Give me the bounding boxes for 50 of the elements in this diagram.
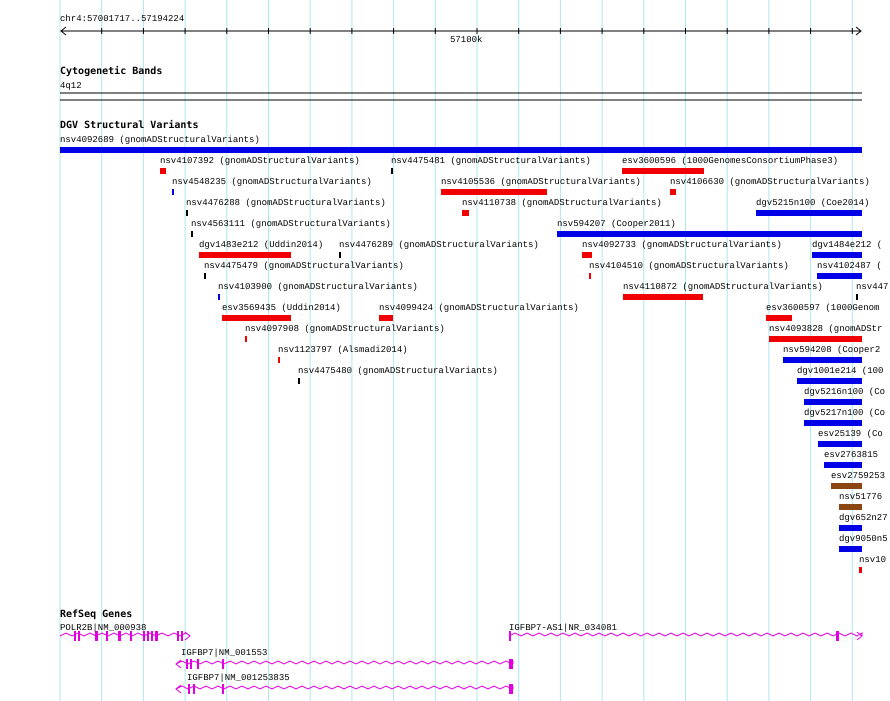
variant-label: esv3569435 (Uddin2014) xyxy=(222,302,341,314)
track-title: RefSeq Genes xyxy=(60,609,132,621)
variant-label: nsv4092689 (gnomADStructuralVariants) xyxy=(60,134,260,146)
gene-label: IGFBP7|NM_001553 xyxy=(181,647,268,659)
variant-label: nsv4110872 (gnomADStructuralVariants) xyxy=(623,281,823,293)
variant-label: nsv4563111 (gnomADStructuralVariants) xyxy=(191,218,391,230)
variant-label: esv3600596 (1000GenomesConsortiumPhase3) xyxy=(622,155,838,167)
variant-label: dgv5215n100 (Coe2014) xyxy=(756,197,870,209)
variant-label: nsv4475480 (gnomADStructuralVariants) xyxy=(298,365,498,377)
variant-label: esv2759253 xyxy=(831,470,886,482)
track-title: DGV Structural Variants xyxy=(60,120,198,132)
gene-label: IGFBP7-AS1|NR_034081 xyxy=(509,622,618,634)
variant-label: nsv4476288 (gnomADStructuralVariants) xyxy=(186,197,386,209)
variant-label: dgv1483e212 (Uddin2014) xyxy=(199,239,324,251)
variant-label: dgv5217n100 (Co xyxy=(804,407,886,419)
variant-label: nsv4103900 (gnomADStructuralVariants) xyxy=(218,281,418,293)
variant-label: dgv652n27 xyxy=(839,512,888,524)
gene-label: IGFBP7|NM_001253835 xyxy=(187,672,290,684)
variant-label: nsv4102487 ( xyxy=(817,260,882,272)
track-title: Cytogenetic Bands xyxy=(60,66,162,78)
variant-label: dgv9050n5 xyxy=(839,533,888,545)
variant-label: nsv4093828 (gnomADStr xyxy=(769,323,882,335)
variant-label: nsv4548235 (gnomADStructuralVariants) xyxy=(172,176,372,188)
variant-label: nsv4099424 (gnomADStructuralVariants) xyxy=(379,302,579,314)
variant-label: nsv594208 (Cooper2 xyxy=(783,344,880,356)
variant-label: nsv10 xyxy=(859,554,886,566)
coordinate-label: chr4:57001717..57194224 xyxy=(60,13,184,25)
variant-label: dgv1001e214 (100 xyxy=(797,365,884,377)
variant-label: nsv4104510 (gnomADStructuralVariants) xyxy=(589,260,789,272)
variant-label: nsv4106630 (gnomADStructuralVariants) xyxy=(670,176,870,188)
variant-label: dgv1484e212 ( xyxy=(812,239,882,251)
variant-label: esv25139 (Co xyxy=(818,428,883,440)
band-label: 4q12 xyxy=(60,80,82,92)
variant-label: nsv51776 xyxy=(839,491,882,503)
variant-label: nsv4475479 (gnomADStructuralVariants) xyxy=(204,260,404,272)
variant-label: dgv5216n100 (Co xyxy=(804,386,886,398)
variant-label: esv3600597 (1000Genom xyxy=(766,302,880,314)
variant-label: nsv4476289 (gnomADStructuralVariants) xyxy=(339,239,539,251)
variant-label: nsv4092733 (gnomADStructuralVariants) xyxy=(582,239,782,251)
variant-label: nsv4475481 (gnomADStructuralVariants) xyxy=(391,155,591,167)
variant-label: nsv1123797 (Alsmadi2014) xyxy=(278,344,408,356)
variant-label: nsv4107392 (gnomADStructuralVariants) xyxy=(160,155,360,167)
variant-label: nsv594207 (Cooper2011) xyxy=(557,218,676,230)
variant-label: nsv4110738 (gnomADStructuralVariants) xyxy=(462,197,662,209)
variant-label: nsv4097908 (gnomADStructuralVariants) xyxy=(245,323,445,335)
variant-label: nsv447 xyxy=(856,281,888,293)
tick-label: 57100k xyxy=(450,34,482,46)
variant-label: esv2763815 xyxy=(824,449,878,461)
gene-label: POLR2B|NM_000938 xyxy=(60,622,146,634)
variant-label: nsv4105536 (gnomADStructuralVariants) xyxy=(441,176,641,188)
